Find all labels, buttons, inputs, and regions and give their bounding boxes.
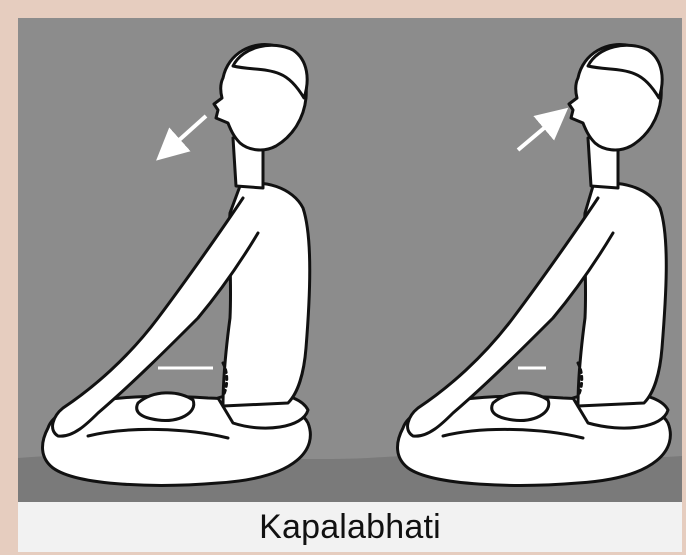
illustration [18, 18, 682, 502]
illustration-panel [18, 18, 682, 502]
caption-text: Kapalabhati [259, 508, 441, 547]
caption-bar: Kapalabhati [18, 502, 682, 552]
figure-exhale [43, 45, 311, 486]
figure-inhale [398, 45, 671, 486]
breath-arrow-out [168, 116, 206, 150]
breath-arrow-in [518, 118, 556, 150]
